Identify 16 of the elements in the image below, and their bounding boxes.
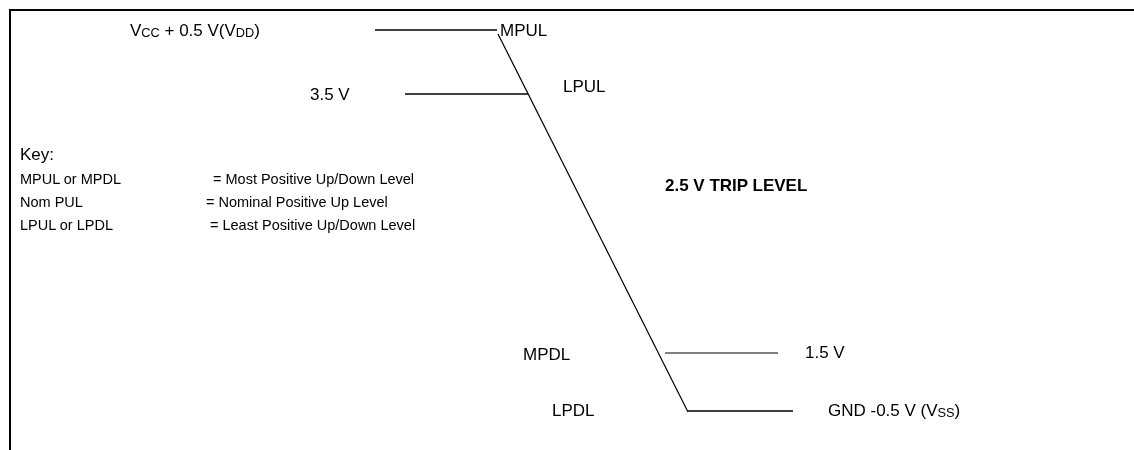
voltage-label: 3.5 V — [310, 86, 350, 103]
level-name: LPDL — [552, 402, 595, 419]
key-term: LPUL or LPDL — [20, 218, 113, 233]
voltage-label: GND -0.5 V (V$_{SS}$) — [828, 402, 961, 419]
key-term: MPUL or MPDL — [20, 172, 121, 187]
trip-level-label: 2.5 V TRIP LEVEL — [665, 177, 808, 194]
key-definition: = Most Positive Up/Down Level — [213, 172, 415, 187]
level-name: LPUL — [563, 78, 606, 95]
key-definition: = Nominal Positive Up Level — [206, 195, 388, 210]
key-term: Nom PUL — [20, 195, 83, 210]
key-heading: Key: — [20, 146, 55, 163]
key-definition: = Least Positive Up/Down Level — [210, 218, 416, 233]
voltage-label: 1.5 V — [805, 344, 845, 361]
level-name: MPDL — [523, 346, 571, 363]
voltage-label: V$_{CC}$ + 0.5 V(V$_{DD}$) — [130, 22, 260, 39]
level-name: MPUL — [500, 22, 548, 39]
